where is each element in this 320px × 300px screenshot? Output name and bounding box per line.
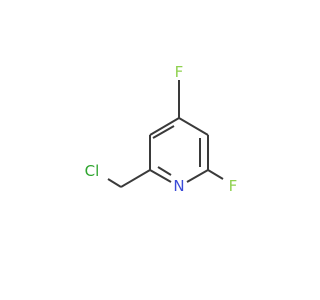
bond-ch2-cl (107, 178, 122, 188)
bond-c2-n (149, 169, 172, 183)
fluorine-top-label: F (175, 63, 184, 81)
bond-c4-c3 (149, 117, 180, 136)
bond-c4-c3-inner (152, 125, 175, 139)
bond-c2-n-inner (157, 166, 172, 176)
bond-c5-c4 (178, 117, 209, 136)
molecule-structure: F F N Cl (85, 63, 238, 195)
nitrogen-label: N (173, 177, 184, 195)
fluorine-right-label: F (229, 177, 238, 195)
chlorine-label: Cl (85, 162, 100, 180)
bond-c6-f (207, 169, 224, 180)
bond-c2-ch2 (120, 169, 151, 188)
bond-n-c6 (186, 169, 209, 183)
